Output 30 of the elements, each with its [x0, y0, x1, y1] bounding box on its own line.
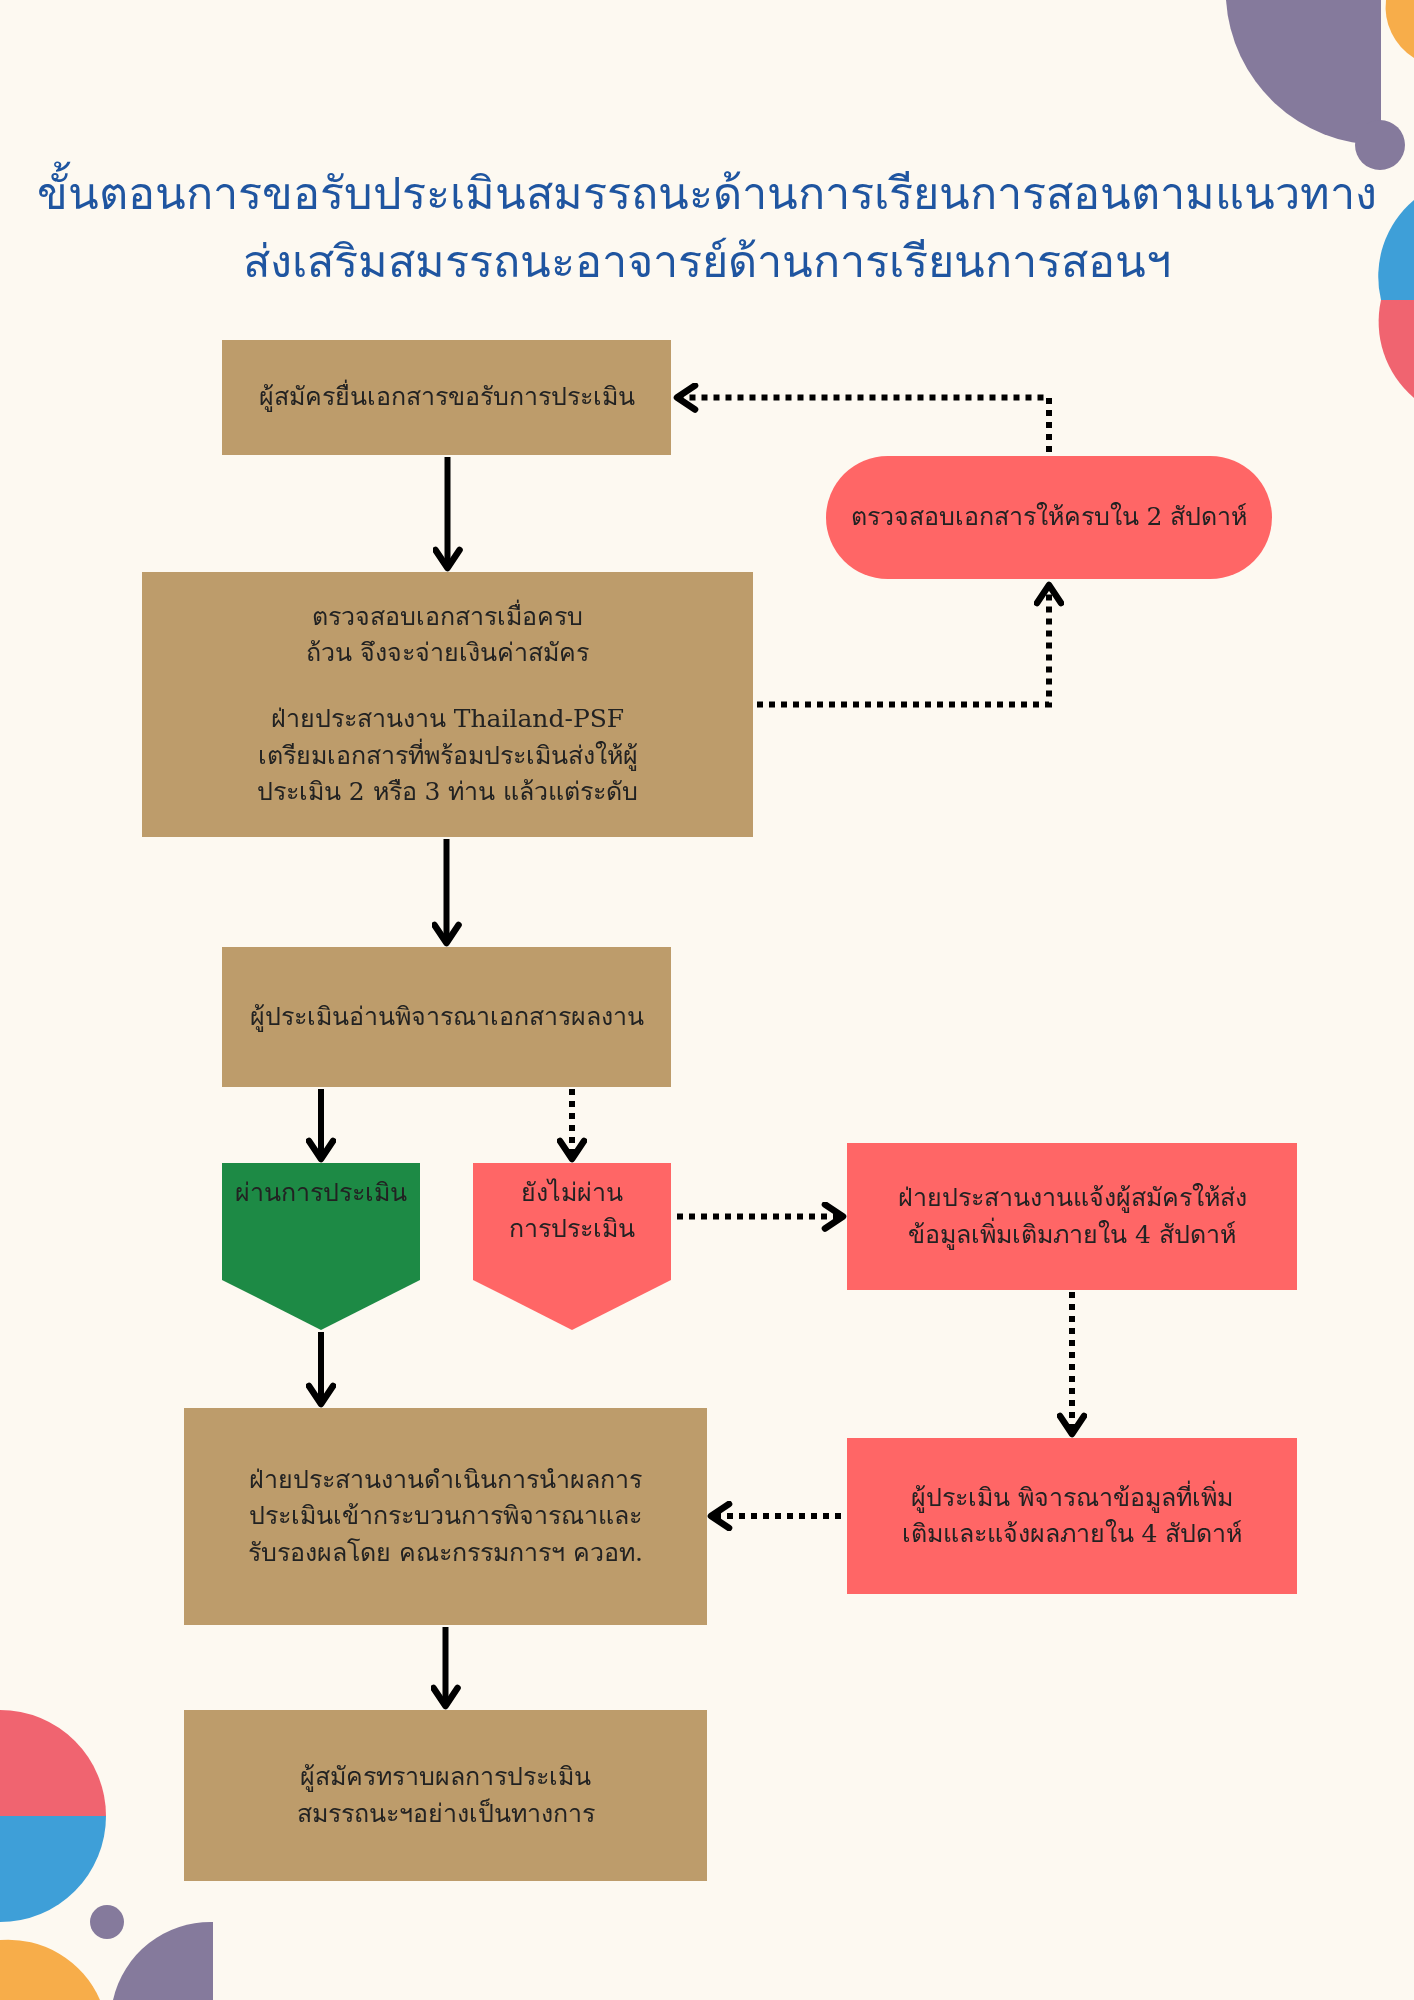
arrow — [673, 382, 1052, 452]
step-text: ผู้ประเมิน พิจารณาข้อมูลที่เพิ่มเติมและแจ้งผลภายใน 4 สัปดาห์ — [900, 1479, 1244, 1550]
step-text: ผ่านการประเมิน — [235, 1177, 407, 1209]
arrow — [757, 581, 1065, 708]
step-text: ตรวจสอบเอกสารเมื่อครบถ้วน จึงจะจ่ายเงินค่าสมัคร — [305, 598, 590, 670]
arrow — [430, 1627, 461, 1710]
process-box — [142, 572, 753, 837]
arrow — [432, 457, 463, 572]
step-text: ฝ่ายประสานงาน Thailand-PSF เตรียมเอกสารที่พร้อมประเมินส่งให้ผู้ประเมิน 2 หรือ 3 ท่าน แล้วแต่ระดับ — [255, 703, 640, 808]
arrow — [707, 1500, 841, 1532]
step-text: ยังไม่ผ่านการประเมิน — [508, 1177, 636, 1246]
step-text: ผู้สมัครยื่นเอกสารขอรับการประเมิน — [258, 379, 635, 416]
title: ขั้นตอนการขอรับประเมินสมรรถนะด้านการเรียนการสอนตามแนวทางส่งเสริมสมรรถนะอาจารย์ด้านการเรียนการสอนฯ — [30, 160, 1384, 295]
arrow — [431, 839, 462, 947]
process-box — [184, 1710, 707, 1881]
process-box — [847, 1143, 1297, 1290]
step-text: ตรวจสอบเอกสารให้ครบใน 2 สัปดาห์ — [850, 501, 1248, 534]
process-box — [222, 340, 671, 455]
arrow — [556, 1089, 588, 1163]
step-text: ฝ่ายประสานงานดำเนินการนำผลการประเมินเข้ากระบวนการพิจารณาและรับรองผลโดย คณะกรรมการฯ ควอท. — [247, 1464, 644, 1569]
arrow — [677, 1201, 847, 1232]
process-box — [184, 1408, 707, 1625]
arrow — [305, 1089, 337, 1163]
process-box — [222, 947, 671, 1087]
step-text: ผู้สมัครทราบผลการประเมินสมรรถนะฯอย่างเป็นทางการ — [295, 1761, 596, 1830]
process-box — [847, 1438, 1297, 1594]
arrow — [305, 1332, 337, 1408]
step-text: ฝ่ายประสานงานแจ้งผู้สมัครให้ส่งข้อมูลเพิ่มเติมภายใน 4 สัปดาห์ — [896, 1182, 1248, 1252]
arrow — [1056, 1292, 1088, 1438]
step-text: ผู้ประเมินอ่านพิจารณาเอกสารผลงาน — [249, 1000, 644, 1034]
